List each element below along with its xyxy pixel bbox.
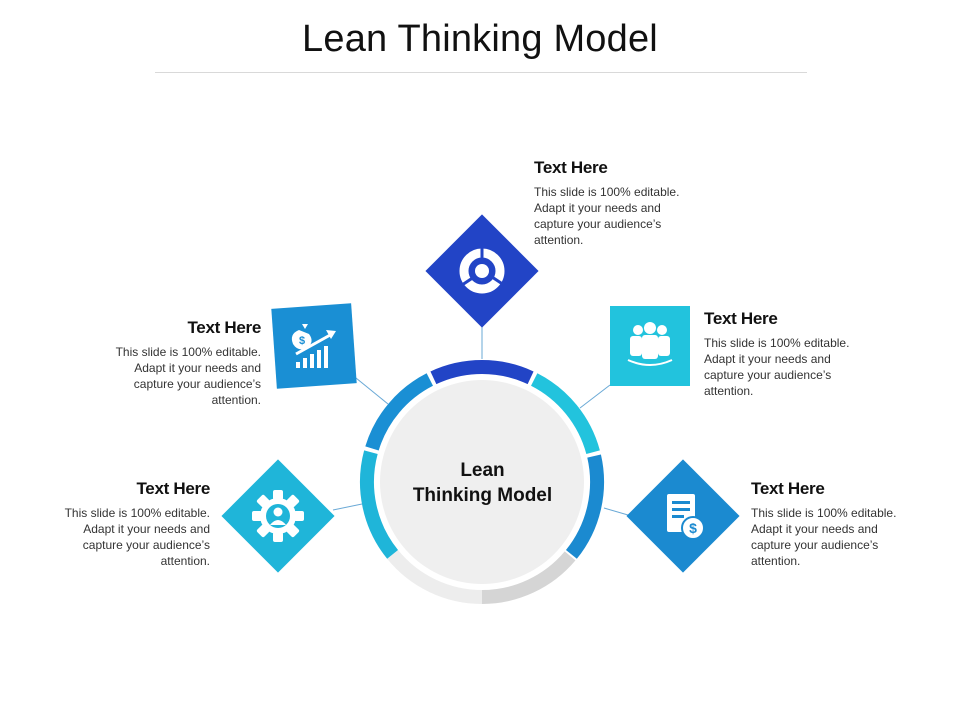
page-title: Lean Thinking Model bbox=[302, 18, 658, 60]
item-text-3: Text Here This slide is 100% editable. A… bbox=[534, 158, 694, 248]
gear-person-icon bbox=[221, 459, 335, 573]
item-body: This slide is 100% editable. Adapt it yo… bbox=[751, 506, 897, 568]
item-heading: Text Here bbox=[751, 479, 825, 498]
connector-line bbox=[603, 507, 629, 516]
connector-line bbox=[355, 377, 389, 405]
connector-line bbox=[579, 384, 611, 409]
team-icon bbox=[610, 306, 690, 386]
money-growth-icon: $ bbox=[271, 303, 357, 389]
ring-segment bbox=[365, 373, 434, 451]
item-heading: Text Here bbox=[187, 318, 261, 337]
center-circle bbox=[380, 380, 584, 584]
center-label-line1: Lean bbox=[460, 460, 505, 481]
item-body: This slide is 100% editable. Adapt it yo… bbox=[704, 336, 850, 398]
title-divider bbox=[155, 72, 807, 73]
ring bbox=[360, 360, 605, 604]
pie-chart-icon bbox=[425, 214, 539, 328]
ring-segment bbox=[387, 549, 483, 604]
connector-lines bbox=[332, 326, 629, 516]
center-label: Lean Thinking Model bbox=[400, 458, 565, 508]
ring-segment bbox=[565, 454, 605, 559]
item-text-2: Text Here This slide is 100% editable. A… bbox=[101, 318, 262, 408]
invoice-dollar-icon: $ bbox=[626, 459, 740, 573]
svg-text:$: $ bbox=[689, 520, 697, 536]
item-body: This slide is 100% editable. Adapt it yo… bbox=[115, 345, 261, 407]
ring-segment bbox=[360, 450, 399, 559]
ring-segment bbox=[430, 360, 534, 385]
item-text-5: Text Here This slide is 100% editable. A… bbox=[751, 479, 911, 569]
item-text-4: Text Here This slide is 100% editable. A… bbox=[704, 309, 864, 399]
item-body: This slide is 100% editable. Adapt it yo… bbox=[64, 506, 210, 568]
ring-segment bbox=[530, 373, 600, 455]
item-text-1: Text Here This slide is 100% editable. A… bbox=[50, 479, 211, 569]
item-heading: Text Here bbox=[704, 309, 778, 328]
ring-segment bbox=[481, 551, 576, 604]
connector-line bbox=[332, 503, 363, 511]
svg-text:$: $ bbox=[299, 335, 305, 347]
item-body: This slide is 100% editable. Adapt it yo… bbox=[534, 185, 680, 247]
item-heading: Text Here bbox=[136, 479, 210, 498]
item-heading: Text Here bbox=[534, 158, 608, 177]
center-label-line2: Thinking Model bbox=[412, 485, 553, 506]
